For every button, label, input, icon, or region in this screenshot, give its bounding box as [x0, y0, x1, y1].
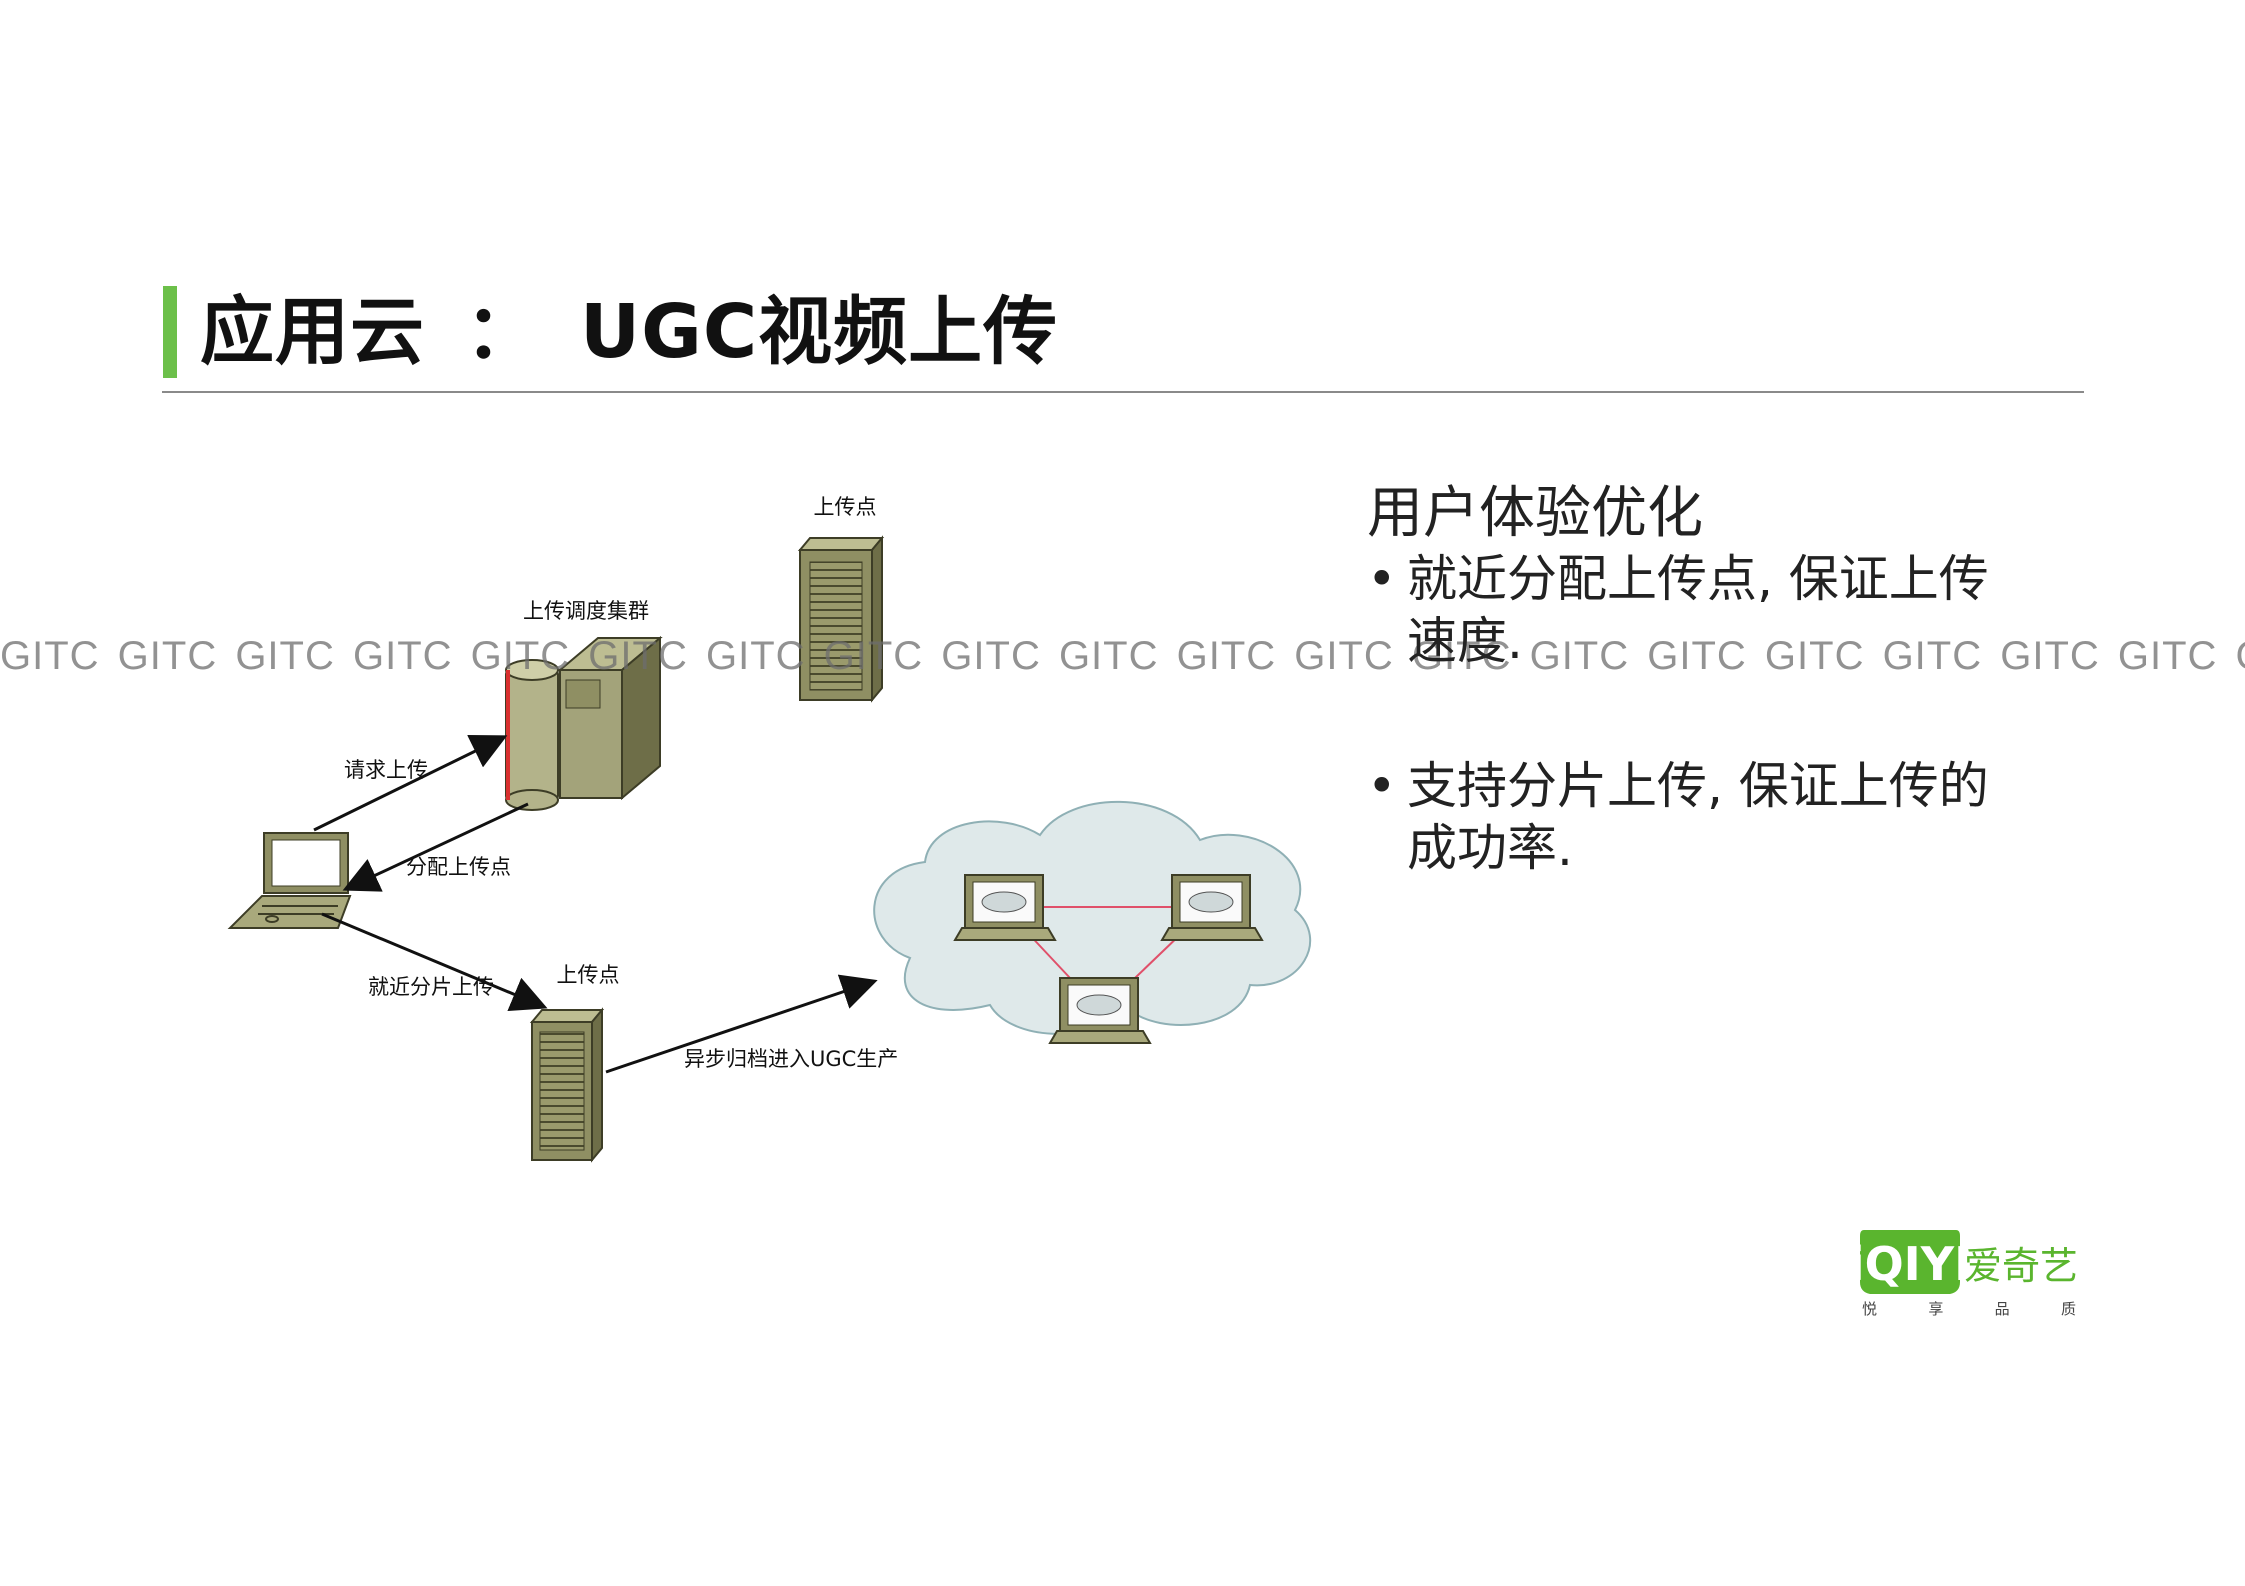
label-request-upload: 请求上传: [344, 758, 428, 782]
laptop-client-icon: [227, 832, 352, 929]
logo-tagline-char: 悦: [1862, 1300, 1878, 1318]
logo-tagline-char: 品: [1994, 1300, 2010, 1318]
logo-tagline: 悦 享 品 质: [1862, 1298, 2076, 1319]
logo-tagline-char: 质: [2060, 1300, 2076, 1318]
label-assign-upload-point: 分配上传点: [406, 855, 511, 879]
upload-architecture-diagram: 上传点 上传调度集群 上传点 请求上传 分配上传点 就近分片上传 异步归档进入U…: [227, 495, 1312, 1163]
bullet-marker: •: [1367, 757, 1397, 815]
scheduler-cluster-icon: [505, 635, 663, 811]
title-sub: UGC视频上传: [580, 289, 1059, 375]
title-main: 应用云: [200, 289, 425, 375]
label-upload-point-top: 上传点: [814, 495, 877, 519]
iqiyi-logo: iQIYI 爱奇艺: [1860, 1230, 2078, 1294]
title-separator: ：: [465, 289, 540, 375]
bullet-text: 支持分片上传, 保证上传的成功率.: [1407, 757, 1989, 877]
cloud-computer-icon: [953, 874, 1057, 941]
label-async-archive: 异步归档进入UGC生产: [684, 1047, 898, 1071]
logo-tagline-char: 享: [1928, 1300, 1944, 1318]
cloud-computer-icon: [1160, 874, 1264, 941]
bullet-text: 就近分配上传点, 保证上传速度.: [1407, 550, 1989, 670]
label-scheduler-cluster: 上传调度集群: [523, 599, 649, 623]
upload-point-server-top: [797, 535, 885, 703]
side-heading: 用户体验优化: [1367, 481, 1703, 546]
bullet-marker: •: [1367, 550, 1397, 608]
title-accent-bar: [163, 286, 177, 378]
label-nearby-chunk-upload: 就近分片上传: [368, 975, 494, 999]
arrow-request-upload: [313, 735, 508, 832]
logo-brand: iQIYI: [1860, 1237, 1971, 1291]
arrow-nearby-chunk-upload: [321, 912, 548, 1012]
upload-point-server-bottom: [529, 1007, 605, 1163]
page-title: 应用云 ： UGC视频上传: [200, 272, 1058, 379]
title-divider: [162, 391, 2084, 393]
arrow-async-archive: [605, 974, 878, 1074]
arrow-assign-upload-point: [342, 802, 529, 892]
ugc-production-cloud: [873, 800, 1312, 1044]
logo-name: 爱奇艺: [1964, 1244, 2078, 1288]
label-upload-point-bottom: 上传点: [557, 963, 620, 987]
watermark: GITC GITC GITC GITC GITC GITC GITC GITC …: [0, 634, 2245, 678]
cloud-computer-icon: [1048, 977, 1152, 1044]
